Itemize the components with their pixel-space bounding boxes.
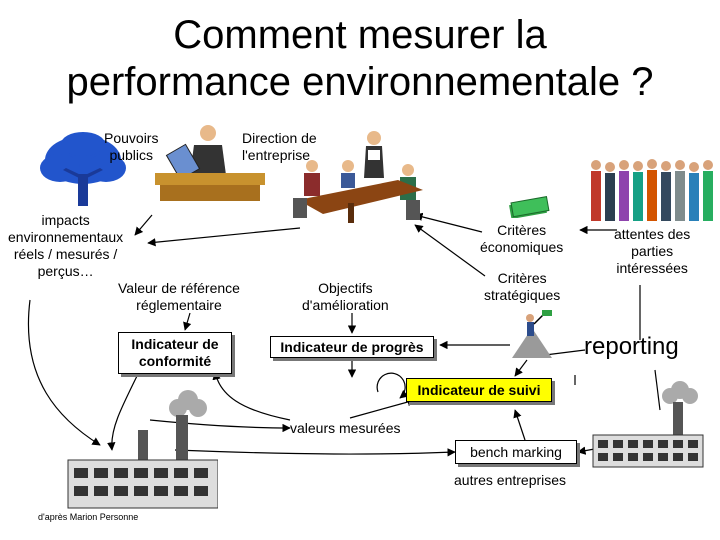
money-icon [509, 196, 550, 218]
label-valeurs-mesurees: valeurs mesurées [290, 420, 401, 436]
meeting-table-icon [293, 131, 423, 223]
climber-icon [512, 310, 552, 358]
factory-icon-right [592, 381, 704, 468]
title: Comment mesurer la performance environne… [0, 12, 720, 106]
crowd-icon [591, 159, 713, 221]
box-indicateur-progres: Indicateur de progrès [270, 336, 434, 358]
label-credit: d'après Marion Personne [38, 512, 139, 522]
title-line-2: performance environnementale ? [66, 60, 654, 104]
tree-icon [40, 132, 126, 206]
official-icon [155, 125, 265, 201]
title-line-1: Comment mesurer la [173, 13, 547, 57]
label-reporting: reporting [584, 333, 679, 360]
box-indicateur-suivi: Indicateur de suivi [406, 378, 552, 402]
label-autres-entreprises: autres entreprises [454, 472, 567, 488]
factory-icon [67, 390, 218, 509]
box-benchmarking: bench marking [455, 440, 577, 464]
